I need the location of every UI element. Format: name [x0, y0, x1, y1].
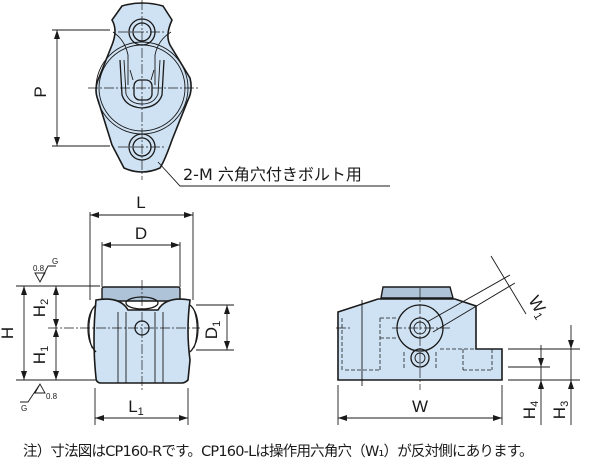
side-cap	[380, 286, 454, 299]
label-H4: H4	[520, 401, 541, 419]
label-P: P	[31, 86, 50, 97]
svg-text:G: G	[21, 404, 27, 413]
label-D: D	[135, 224, 147, 243]
dim-W1	[490, 255, 527, 315]
side-view: W1 W H4 H3	[336, 255, 580, 425]
label-W: W	[412, 397, 428, 416]
label-H1: H1	[30, 346, 51, 364]
label-H2: H2	[30, 299, 51, 317]
footnote: 注）寸法図はCP160-Rです。CP160-Lは操作用六角穴（W₁）が反対側にあ…	[23, 444, 534, 460]
label-D1: D1	[202, 321, 223, 339]
top-hex-socket	[133, 79, 153, 101]
label-W1: W1	[523, 293, 552, 323]
bolt-callout: 2-M 六角穴付きボルト用	[183, 165, 362, 184]
top-view-body	[95, 2, 192, 173]
svg-text:0.8: 0.8	[46, 392, 58, 401]
front-view: L D H H2 H1 0.8 G 0.8 G D1	[0, 193, 234, 425]
surface-roughness-top: 0.8 G	[33, 257, 58, 283]
callout-leader	[157, 161, 390, 187]
label-H3: H3	[550, 401, 571, 419]
surface-roughness-bottom: 0.8 G	[20, 383, 58, 413]
label-H: H	[0, 327, 17, 339]
front-cap	[101, 286, 181, 302]
top-view: P 2-M 六角穴付きボルト用	[31, 0, 390, 187]
label-L1: L1	[128, 397, 144, 418]
label-L: L	[136, 193, 145, 212]
svg-text:0.8: 0.8	[33, 264, 45, 273]
svg-text:G: G	[52, 257, 58, 266]
